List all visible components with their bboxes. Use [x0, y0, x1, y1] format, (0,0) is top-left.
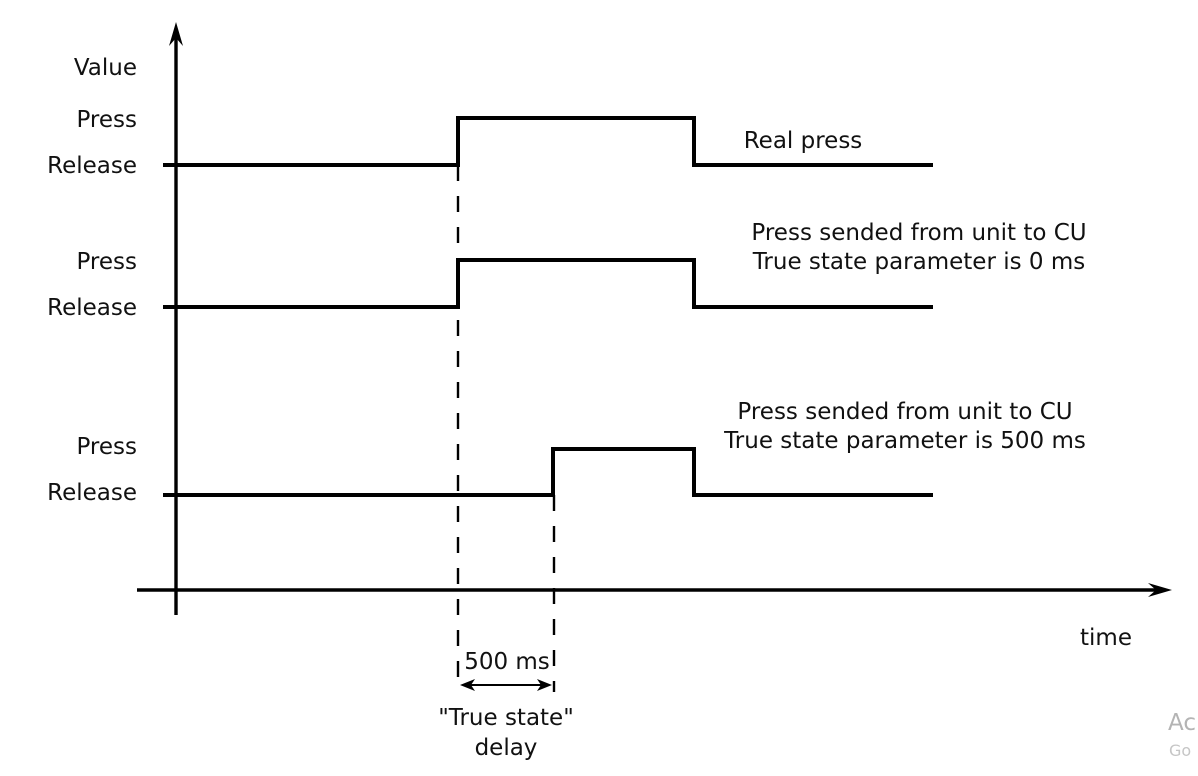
delay-arrow-right-head	[537, 679, 552, 691]
trace2-press-level-label: Press	[76, 249, 137, 275]
delay-caption: "True state" delay	[438, 703, 574, 763]
y-axis-arrowhead	[169, 22, 183, 46]
y-axis-label: Value	[73, 55, 137, 81]
trace-waveform-2	[163, 258, 933, 309]
trace1-caption: Real press	[743, 128, 863, 154]
delay-arrow-left-head	[460, 679, 475, 691]
x-axis-label: time	[1080, 625, 1132, 651]
trace1-release-level-label: Release	[47, 153, 137, 179]
trace3-release-level-label: Release	[47, 480, 137, 506]
trace2-caption-line2: True state parameter is 0 ms	[752, 249, 1086, 275]
trace3-press-level-label: Press	[76, 434, 137, 460]
x-axis-arrowhead	[1148, 583, 1172, 597]
trace-waveform-3	[163, 447, 933, 497]
watermark-line2: Go	[1169, 741, 1192, 760]
trace2-caption-line1: Press sended from unit to CU	[751, 220, 1087, 246]
trace2-release-level-label: Release	[47, 295, 137, 321]
watermark-line1: Ac	[1168, 710, 1196, 736]
trace3-caption-line1: Press sended from unit to CU	[737, 399, 1073, 425]
trace3-caption-line2: True state parameter is 500 ms	[724, 428, 1086, 454]
trace-waveform-1	[163, 116, 933, 167]
delay-caption-line1: "True state"	[438, 705, 574, 731]
delay-caption-line2: delay	[474, 735, 538, 761]
trace2-caption: Press sended from unit to CU True state …	[751, 219, 1086, 277]
delay-value-label: 500 ms	[464, 649, 550, 675]
trace3-caption: Press sended from unit to CU True state …	[724, 398, 1086, 456]
trace1-press-level-label: Press	[76, 107, 137, 133]
